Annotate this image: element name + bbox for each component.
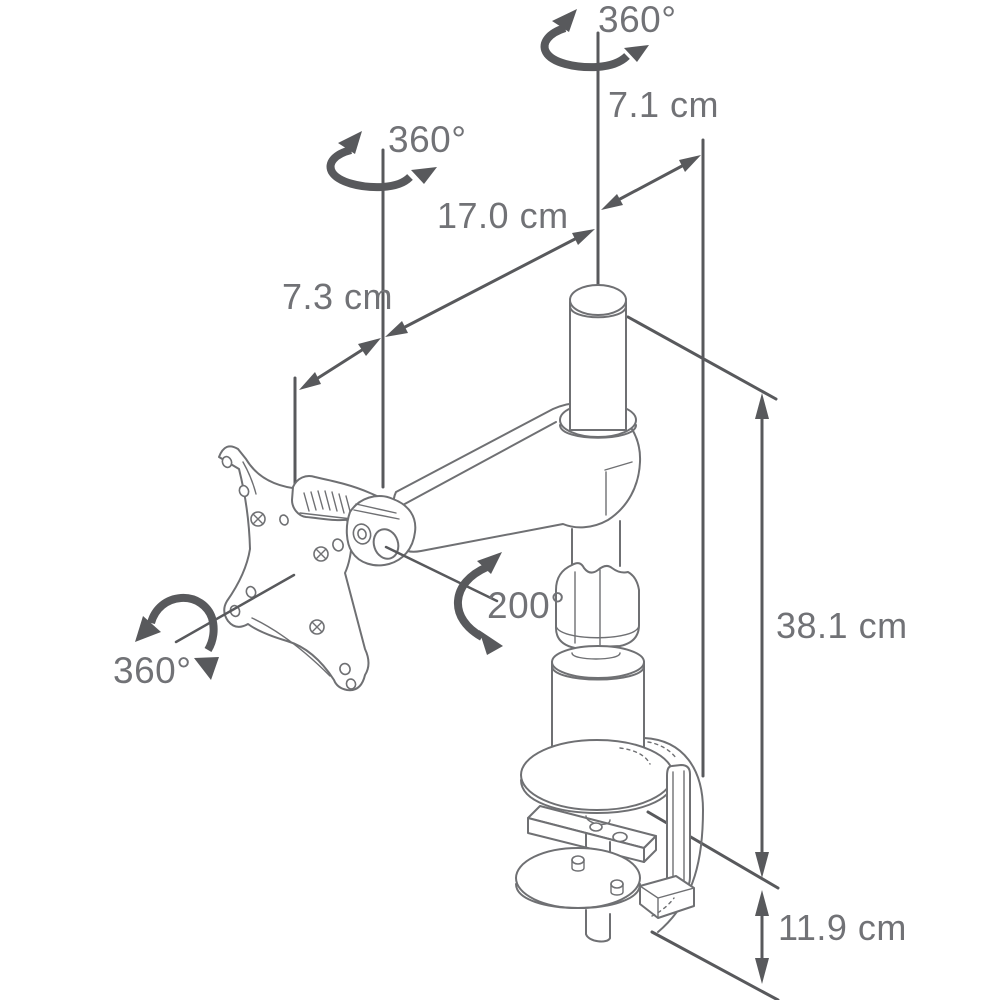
rotation-label-elbow: 360° — [388, 119, 467, 160]
pole-top — [569, 284, 627, 316]
pole-collar — [555, 562, 640, 656]
arm-top-edge — [400, 421, 557, 507]
screw-hole — [250, 511, 329, 635]
dimension-column-height — [755, 393, 769, 878]
pole-band — [569, 305, 627, 319]
rotation-label-plate: 360° — [113, 650, 192, 691]
base-column — [551, 645, 645, 751]
dimension-label-plate-offset: 7.3 cm — [282, 276, 393, 317]
collar-bottom — [555, 624, 640, 639]
tilt-arrow — [384, 545, 503, 655]
dimension-top-offset — [601, 155, 701, 210]
clamp-disc — [515, 847, 641, 909]
pivot-hole — [372, 528, 400, 560]
rotation-arrow-plate — [135, 573, 296, 680]
rotation-arrow-elbow — [326, 131, 437, 192]
dimension-arm-length — [385, 229, 595, 337]
extension-line-pole-top — [626, 315, 778, 401]
mount-drawing — [218, 284, 704, 943]
plate-rotation-axis — [174, 573, 296, 644]
disc-bolt — [571, 855, 624, 896]
clamp-slot-strip — [666, 764, 691, 895]
dimension-clamp-opening — [755, 890, 769, 984]
dimension-annotations: 360° 7.1 cm 360° 17.0 cm 7.3 cm 200° 360… — [113, 0, 908, 984]
clamp-foot — [639, 875, 695, 919]
boss-ring-front — [559, 424, 637, 439]
pole — [559, 284, 637, 567]
dimension-plate-offset — [299, 338, 381, 390]
clamp-rod-lower — [585, 909, 611, 943]
clamp-bracket — [639, 737, 704, 933]
disc-thickness — [515, 883, 641, 909]
bracket-serrations — [303, 490, 352, 516]
tilt-pointer-line — [384, 545, 499, 603]
plate-arm-edge — [242, 461, 257, 495]
plate-edge-thickness — [251, 617, 331, 677]
pole-mid — [571, 520, 621, 567]
extension-line-clamp-bottom — [650, 930, 780, 1000]
pivot-joint — [345, 495, 417, 567]
tilt-range-label: 200° — [487, 585, 566, 626]
boss-ribs — [353, 503, 400, 520]
bracket-inner-edge — [299, 512, 353, 520]
dimension-label-column-height: 38.1 cm — [776, 605, 908, 646]
rotation-arrow-pole — [540, 9, 649, 72]
rotation-label-pole: 360° — [598, 0, 677, 40]
collar-slot — [574, 569, 601, 646]
dimension-label-top-offset: 7.1 cm — [608, 84, 719, 125]
bar-end-face — [643, 835, 657, 863]
dimension-label-clamp-opening: 11.9 cm — [778, 907, 907, 948]
dimension-label-arm-length: 17.0 cm — [437, 195, 569, 236]
desk-flange — [520, 739, 674, 814]
arm-notch — [604, 461, 633, 516]
